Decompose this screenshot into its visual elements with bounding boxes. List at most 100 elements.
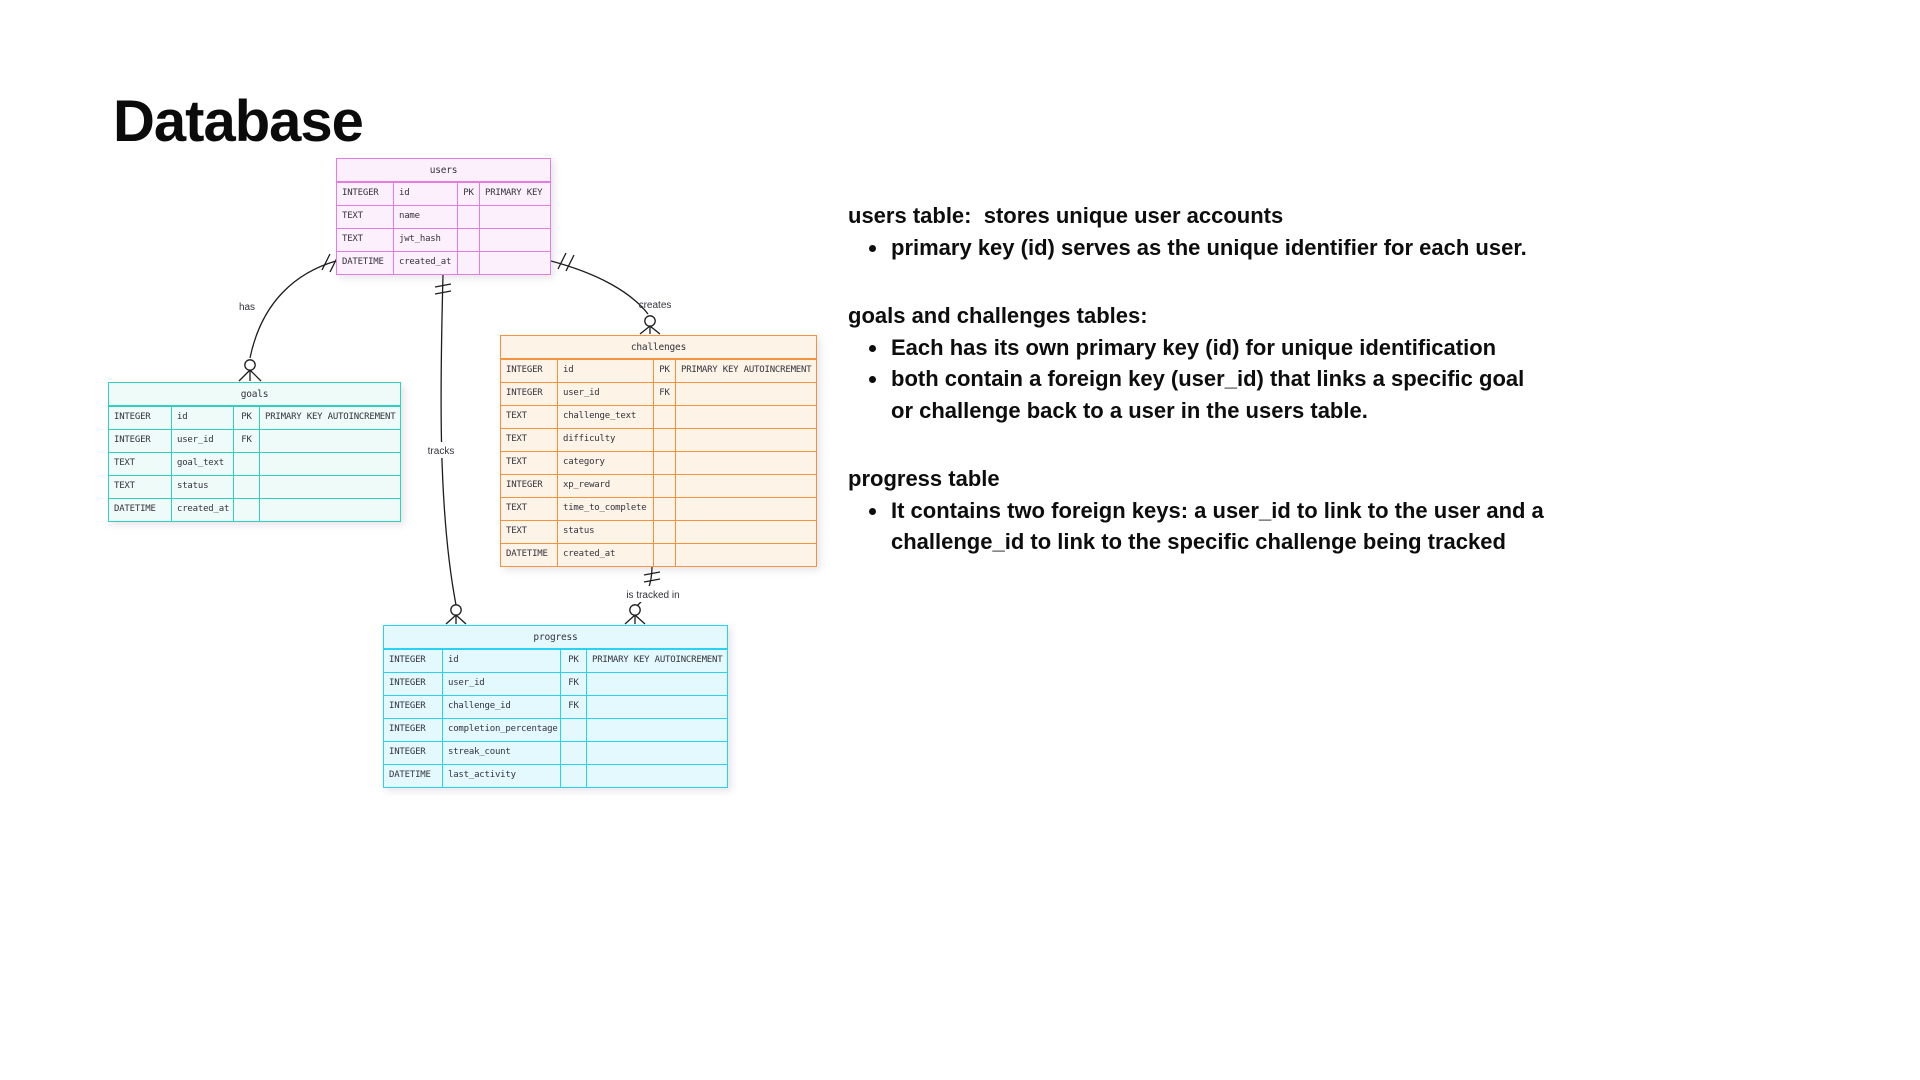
challenges-time_to_complete-col-type: TEXT (506, 503, 527, 513)
users-id-col-desc: PRIMARY KEY (479, 183, 550, 205)
progress-last_activity-col-key (560, 765, 586, 787)
goals-goal_text-col-field: goal_text (171, 453, 233, 475)
goals-goal_text-col-key (233, 453, 259, 475)
goals-user_id-col-key: FK (233, 430, 259, 452)
note-section-2-bullet-0: It contains two foreign keys: a user_id … (889, 495, 1548, 558)
users-jwt_hash-col-key (457, 229, 479, 251)
progress-completion_percentage-col-type: INTEGER (389, 724, 426, 734)
users-created_at-col-type: DATETIME (342, 257, 384, 267)
challenges-category-col-desc (675, 452, 816, 474)
challenges-created_at-col-desc (675, 544, 816, 566)
challenges-id-col-key: PK (653, 360, 675, 382)
goals-created_at-col-desc (259, 499, 400, 521)
note-section-2-heading: progress table (848, 466, 1000, 491)
challenges-id-col-desc: PRIMARY KEY AUTOINCREMENT (675, 360, 816, 382)
note-section-1-bullets: Each has its own primary key (id) for un… (848, 332, 1548, 427)
users-jwt_hash-col-field: jwt_hash (393, 229, 457, 251)
challenges-row-difficulty: TEXT difficulty (501, 428, 816, 451)
relationship-label-tracks: tracks (428, 446, 455, 457)
page-title: Database (113, 89, 364, 154)
challenges-difficulty-col-field: difficulty (557, 429, 653, 451)
challenges-difficulty-col-desc (675, 429, 816, 451)
challenges-difficulty-col-type: TEXT (506, 434, 527, 444)
challenges-xp_reward-col-field: xp_reward (557, 475, 653, 497)
users-name-col-desc (479, 206, 550, 228)
goals-created_at-col-key (233, 499, 259, 521)
progress-user_id-col-desc (586, 673, 727, 695)
progress-id-col-desc: PRIMARY KEY AUTOINCREMENT (586, 650, 727, 672)
challenges-created_at-col-type: DATETIME (506, 549, 548, 559)
challenges-time_to_complete-col-desc (675, 498, 816, 520)
progress-streak_count-col-key (560, 742, 586, 764)
relationship-label-has: has (239, 302, 255, 313)
goals-id-col-key: PK (233, 407, 259, 429)
progress-row-streak_count: INTEGER streak_count (384, 741, 727, 764)
progress-last_activity-col-desc (586, 765, 727, 787)
progress-streak_count-col-type: INTEGER (389, 747, 426, 757)
challenges-difficulty-col-key (653, 429, 675, 451)
challenges-xp_reward-col-desc (675, 475, 816, 497)
users-row-jwt_hash: TEXT jwt_hash (337, 228, 550, 251)
challenges-user_id-col-key: FK (653, 383, 675, 405)
note-section-1: goals and challenges tables: Each has its… (848, 300, 1548, 426)
goals-status-col-key (233, 476, 259, 498)
table-progress-title: progress (384, 626, 727, 649)
note-section-2-bullets: It contains two foreign keys: a user_id … (848, 495, 1548, 558)
users-created_at-col-key (457, 252, 479, 274)
table-users-title: users (337, 159, 550, 182)
challenges-xp_reward-col-key (653, 475, 675, 497)
goals-id-col-type: INTEGER (114, 412, 151, 422)
progress-streak_count-col-desc (586, 742, 727, 764)
relationship-label-is-tracked-in: is tracked in (626, 590, 679, 601)
progress-last_activity-col-type: DATETIME (389, 770, 431, 780)
progress-id-col-field: id (442, 650, 560, 672)
challenges-status-col-type: TEXT (506, 526, 527, 536)
challenges-category-col-field: category (557, 452, 653, 474)
note-section-0: users table: stores unique user accounts… (848, 200, 1548, 263)
progress-challenge_id-col-type: INTEGER (389, 701, 426, 711)
progress-last_activity-col-field: last_activity (442, 765, 560, 787)
challenges-challenge_text-col-field: challenge_text (557, 406, 653, 428)
goals-id-col-field: id (171, 407, 233, 429)
note-section-1-bullet-1: both contain a foreign key (user_id) tha… (889, 363, 1548, 426)
challenges-status-col-desc (675, 521, 816, 543)
table-challenges-title: challenges (501, 336, 816, 359)
goals-id-col-desc: PRIMARY KEY AUTOINCREMENT (259, 407, 400, 429)
progress-completion_percentage-col-key (560, 719, 586, 741)
challenges-user_id-col-desc (675, 383, 816, 405)
progress-streak_count-col-field: streak_count (442, 742, 560, 764)
goals-user_id-col-desc (259, 430, 400, 452)
goals-user_id-col-field: user_id (171, 430, 233, 452)
users-jwt_hash-col-type: TEXT (342, 234, 363, 244)
progress-challenge_id-col-desc (586, 696, 727, 718)
challenges-xp_reward-col-type: INTEGER (506, 480, 543, 490)
challenges-id-col-type: INTEGER (506, 365, 543, 375)
note-section-0-bullet-0: primary key (id) serves as the unique id… (889, 232, 1548, 264)
note-section-1-heading: goals and challenges tables: (848, 303, 1148, 328)
relationship-label-creates: creates (639, 300, 672, 311)
notes-panel: users table: stores unique user accounts… (848, 200, 1548, 595)
users-created_at-col-desc (479, 252, 550, 274)
users-jwt_hash-col-desc (479, 229, 550, 251)
goals-status-col-type: TEXT (114, 481, 135, 491)
goals-status-col-desc (259, 476, 400, 498)
table-goals-title: goals (109, 383, 400, 406)
progress-row-last_activity: DATETIME last_activity (384, 764, 727, 787)
progress-id-col-key: PK (560, 650, 586, 672)
